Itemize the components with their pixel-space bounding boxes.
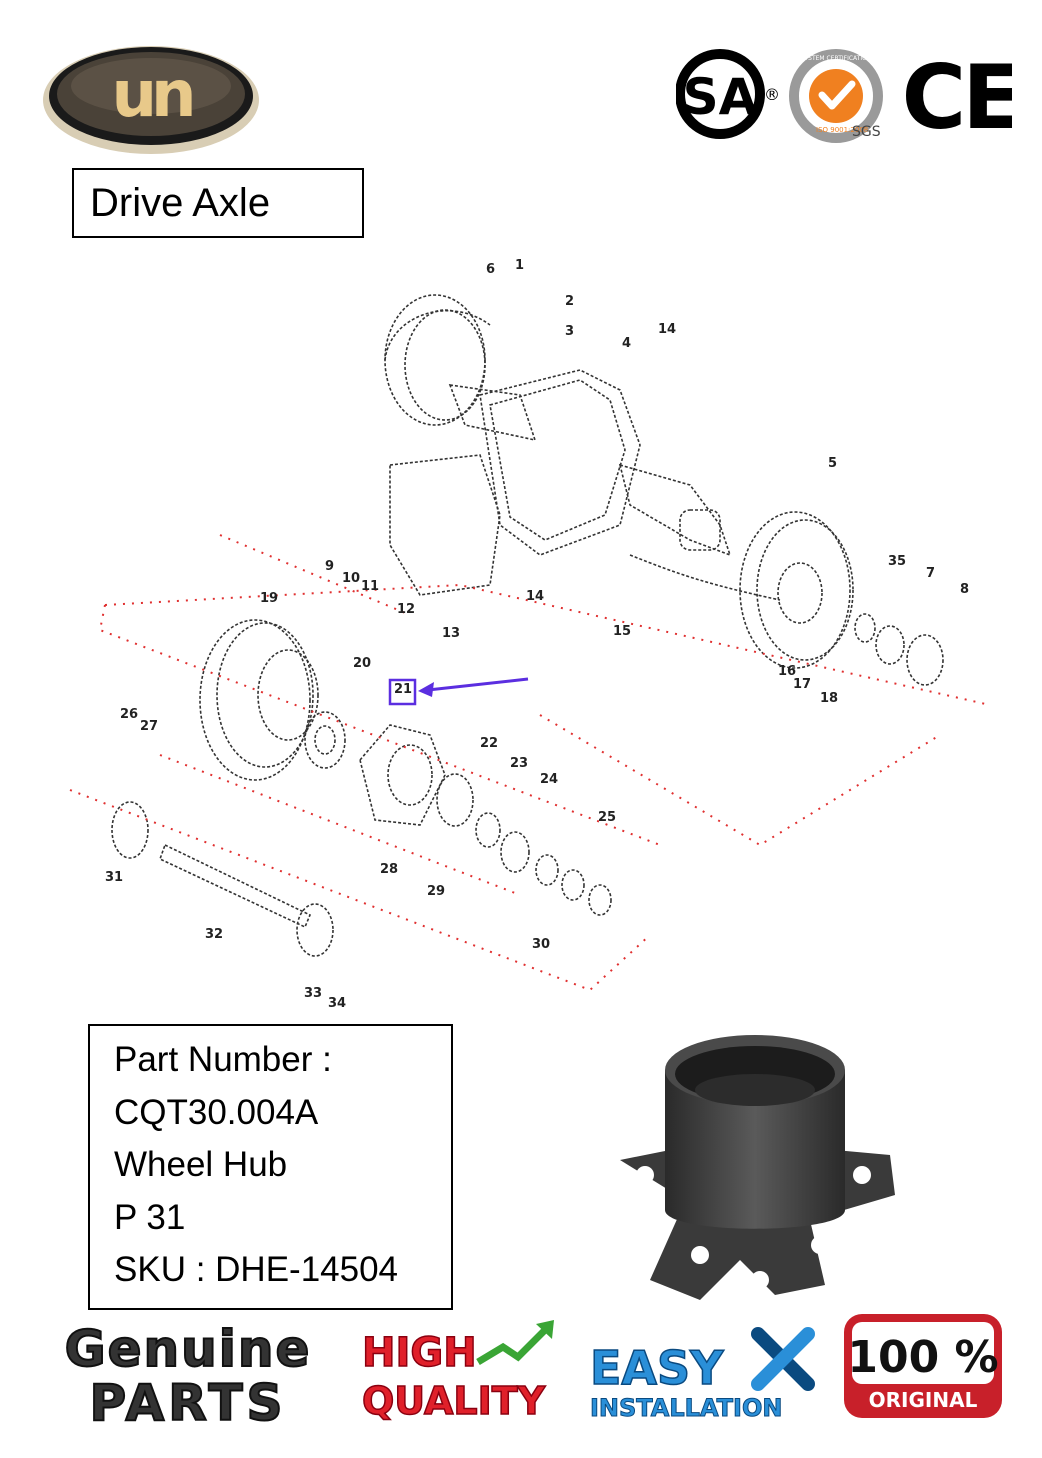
callout-21: 21	[394, 682, 412, 697]
callout-12: 12	[397, 602, 415, 617]
callout-11: 11	[361, 579, 379, 594]
callout-9: 9	[325, 559, 334, 574]
logo-text: un	[111, 58, 192, 132]
callout-2: 2	[565, 294, 574, 309]
svg-text:100 %: 100 %	[847, 1332, 998, 1383]
callout-3: 3	[565, 324, 574, 339]
callout-16: 16	[778, 664, 796, 679]
wheel-hub	[359, 724, 446, 826]
callout-8: 8	[960, 582, 969, 597]
svg-text:QUALITY: QUALITY	[362, 1379, 546, 1423]
left-brake-drum	[199, 619, 311, 781]
trend-up-icon	[476, 1320, 554, 1366]
svg-text:INSTALLATION: INSTALLATION	[590, 1394, 782, 1422]
part-info-box: Part Number : CQT30.004A Wheel Hub P 31 …	[88, 1024, 453, 1310]
highlighted-callout-box	[388, 678, 417, 706]
callout-17: 17	[793, 677, 811, 692]
callout-13: 13	[442, 626, 460, 641]
sgs-iso-checkmark-icon: SYSTEM CERTIFICATION ISO 9001:2008 SGS	[789, 49, 883, 143]
pointer-arrow	[418, 677, 529, 697]
exploded-parts-diagram: 1234567891011121314141516171819202122232…	[69, 258, 991, 1011]
svg-text:SA: SA	[683, 68, 758, 126]
callout-27: 27	[140, 719, 158, 734]
brand-logo: un	[43, 46, 259, 154]
wheel-hub-photo	[620, 1035, 895, 1300]
callout-34: 34	[328, 996, 346, 1011]
callout-26: 26	[120, 707, 138, 722]
high-quality-badge: HIGH QUALITY	[361, 1320, 554, 1424]
callout-29: 29	[427, 884, 445, 899]
svg-text:EASY: EASY	[590, 1341, 724, 1395]
easy-installation-badge: EASY INSTALLATION	[589, 1327, 815, 1423]
part-number: CQT30.004A	[114, 1092, 319, 1132]
callout-1: 1	[515, 258, 524, 273]
callout-19: 19	[260, 591, 278, 606]
callout-20: 20	[353, 656, 371, 671]
diagram-page: P 31	[114, 1197, 186, 1237]
callout-31: 31	[105, 870, 123, 885]
gasket	[389, 454, 501, 596]
svg-text:PARTS: PARTS	[89, 1374, 286, 1430]
callout-24: 24	[540, 772, 558, 787]
callout-10: 10	[342, 571, 360, 586]
callout-25: 25	[598, 810, 616, 825]
callout-15: 15	[613, 624, 631, 639]
callout-14: 14	[526, 589, 544, 604]
callout-4: 4	[622, 336, 631, 351]
axle-arm	[618, 463, 732, 557]
part-name: Wheel Hub	[114, 1145, 288, 1184]
callout-22: 22	[480, 736, 498, 751]
part-number-label: Part Number :	[114, 1040, 332, 1079]
svg-text:Genuine: Genuine	[65, 1320, 312, 1378]
right-brake-drum	[739, 511, 851, 669]
callout-6: 6	[486, 262, 495, 277]
svg-text:HIGH: HIGH	[362, 1330, 477, 1376]
axle-housing	[479, 369, 641, 556]
callout-28: 28	[380, 862, 398, 877]
axle-shaft	[159, 843, 312, 929]
original-badge: 100 % ORIGINAL	[844, 1314, 1002, 1418]
wrench-screwdriver-icon	[751, 1327, 815, 1391]
section-title: Drive Axle	[72, 168, 364, 238]
sku: SKU : DHE-14504	[114, 1250, 399, 1289]
callout-7: 7	[926, 566, 935, 581]
svg-text:ISO 9001:2008: ISO 9001:2008	[816, 126, 868, 134]
ce-mark-icon: CE	[902, 46, 1012, 149]
svg-text:SGS: SGS	[852, 124, 881, 140]
svg-text:ORIGINAL: ORIGINAL	[869, 1388, 978, 1412]
callout-5: 5	[828, 456, 837, 471]
callout-18: 18	[820, 691, 838, 706]
callout-35: 35	[888, 554, 906, 569]
callout-32: 32	[205, 927, 223, 942]
callout-labels: 1234567891011121314141516171819202122232…	[105, 258, 969, 1011]
svg-text:SYSTEM CERTIFICATION: SYSTEM CERTIFICATION	[801, 55, 872, 62]
csa-certification-icon: SA ®	[676, 49, 780, 139]
callout-33: 33	[304, 986, 322, 1001]
svg-text:®: ®	[764, 85, 780, 104]
callout-30: 30	[532, 937, 550, 952]
callout-23: 23	[510, 756, 528, 771]
svg-text:CE: CE	[902, 46, 1012, 149]
genuine-parts-badge: Genuine PARTS	[64, 1319, 312, 1430]
certification-logos: SA ® SYSTEM CERTIFICATION ISO 9001:2008 …	[676, 46, 1012, 149]
callout-14: 14	[658, 322, 676, 337]
